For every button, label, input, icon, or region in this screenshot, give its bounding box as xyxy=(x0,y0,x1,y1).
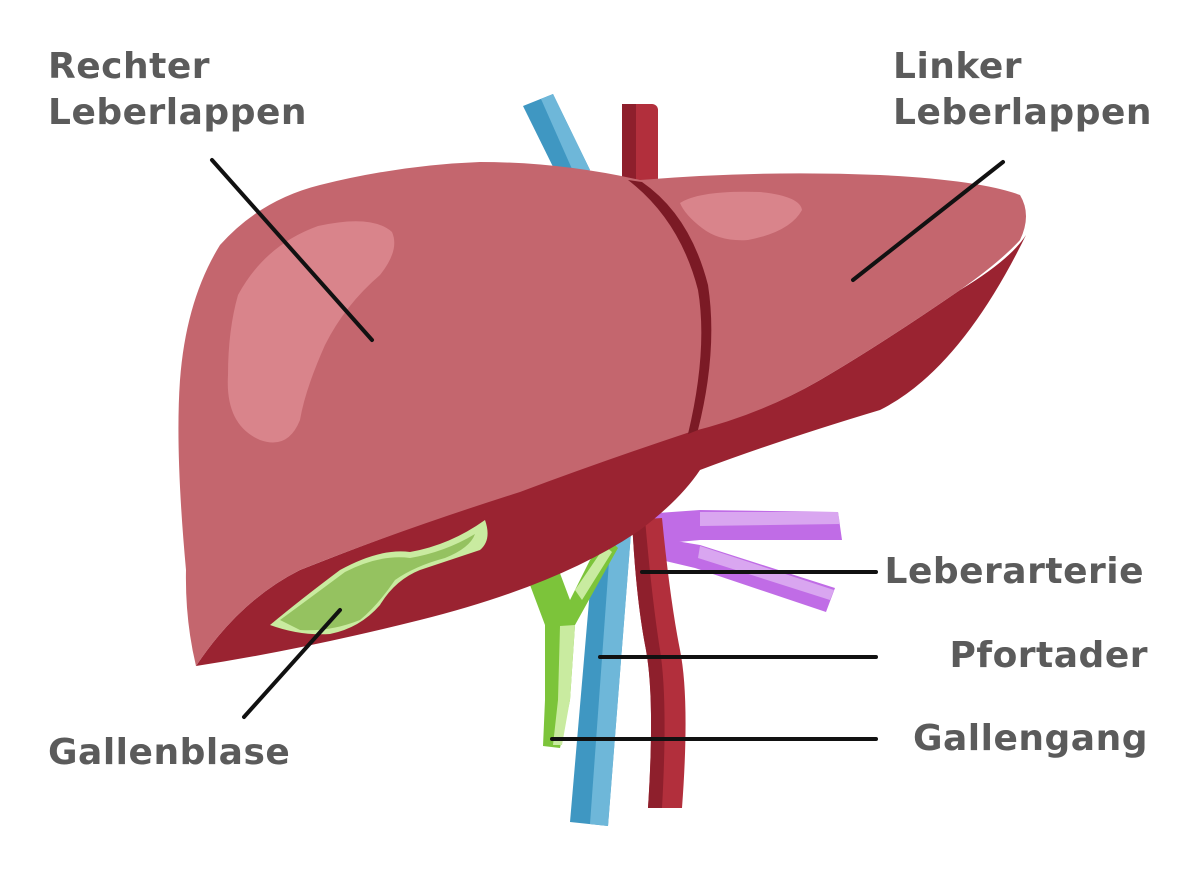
label-right-lobe-line1: Rechter xyxy=(48,46,210,87)
artery-upper xyxy=(622,104,658,194)
gallbladder xyxy=(270,520,488,635)
label-bile-duct: Gallengang xyxy=(912,718,1148,759)
label-hepatic-artery: Leberarterie xyxy=(884,551,1144,592)
label-gallbladder: Gallenblase xyxy=(48,732,291,773)
label-left-lobe-line2: Leberlappen xyxy=(893,92,1153,133)
leader-line-right-lobe xyxy=(210,158,374,342)
label-left-lobe-line1: Linker xyxy=(893,46,1023,87)
artery-lower xyxy=(632,518,686,808)
left-lobe-highlight xyxy=(680,191,802,241)
leader-line-left-lobe xyxy=(851,160,1005,282)
label-right-lobe: Rechter Leberlappen xyxy=(48,44,307,136)
bile-duct xyxy=(530,540,618,748)
liver-body xyxy=(178,162,1026,666)
right-lobe-highlight xyxy=(227,221,395,443)
portal-vein-lower xyxy=(570,520,632,826)
portal-vein-upper xyxy=(523,94,590,185)
leader-line-gallbladder xyxy=(242,608,342,719)
lobe-divider xyxy=(628,180,712,434)
leader-lines xyxy=(210,158,1005,741)
label-right-lobe-line2: Leberlappen xyxy=(48,92,308,133)
label-portal-vein: Pfortader xyxy=(949,635,1148,676)
label-left-lobe: Linker Leberlappen xyxy=(893,44,1152,136)
